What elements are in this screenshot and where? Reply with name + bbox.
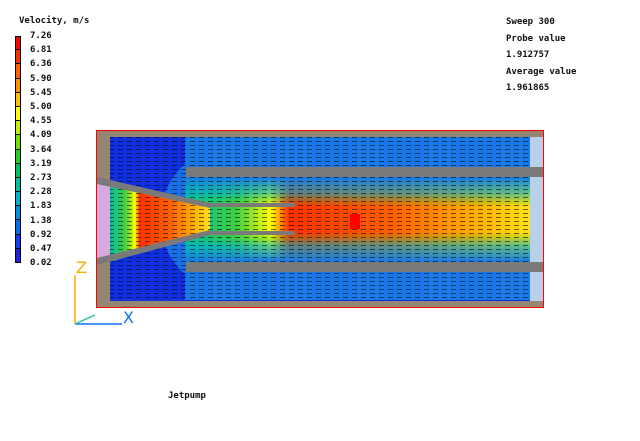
inlet	[97, 180, 110, 260]
legend-value: 0.92	[30, 229, 52, 240]
legend-title: Velocity, m/s	[19, 16, 90, 26]
geometry	[96, 130, 544, 308]
legend-value: 2.28	[30, 187, 52, 198]
legend-band	[15, 135, 21, 150]
legend-band	[15, 192, 21, 207]
domain-border	[96, 130, 544, 308]
legend-band	[15, 50, 21, 65]
axis-triad: Z X	[74, 258, 134, 327]
legend-value: 2.73	[30, 173, 52, 183]
legend-value: 1.38	[30, 215, 52, 226]
legend-value: 5.00	[30, 102, 52, 112]
legend-band	[15, 163, 21, 178]
legend-value: 3.19	[30, 158, 52, 169]
probe-marker	[350, 214, 360, 229]
legend-band	[15, 78, 21, 93]
bottom-wall	[97, 301, 543, 307]
nozzle-tip-top	[210, 203, 295, 207]
mixing-tube-top	[186, 167, 543, 177]
legend-band	[15, 92, 21, 107]
flow-domain	[97, 131, 543, 307]
nozzle-tip-bottom	[210, 231, 295, 235]
legend-value: 6.36	[30, 59, 52, 70]
average-value: 1.961865	[506, 83, 550, 93]
legend-value: 0.02	[30, 258, 52, 269]
legend-value: 5.90	[30, 73, 52, 84]
legend-band	[15, 177, 21, 193]
legend-value: 4.09	[30, 130, 52, 141]
legend-band	[15, 206, 21, 221]
legend-value: 1.83	[30, 201, 52, 212]
legend-band	[15, 106, 21, 122]
legend-band	[15, 64, 21, 79]
mixing-tube-bottom	[186, 262, 543, 272]
legend-band	[15, 121, 21, 136]
probe-label: Probe value	[506, 34, 566, 44]
legend-value: 0.47	[30, 244, 52, 254]
legend-band	[15, 36, 21, 51]
legend-value: 3.64	[30, 144, 52, 155]
top-wall	[97, 131, 543, 137]
nozzle-top	[97, 177, 210, 208]
x-axis-label: X	[123, 308, 134, 327]
legend-band	[15, 149, 21, 164]
legend-band	[15, 220, 21, 235]
legend-value: 5.45	[30, 87, 52, 98]
legend-value: 7.26	[30, 31, 52, 41]
z-axis-label: Z	[76, 258, 87, 277]
legend-value: 6.81	[30, 45, 52, 56]
legend-value: 4.55	[30, 116, 52, 127]
probe-value: 1.912757	[506, 50, 550, 60]
average-label: Average value	[506, 67, 577, 77]
sweep-label: Sweep 300	[506, 17, 555, 27]
legend-band	[15, 234, 21, 249]
outlet	[530, 137, 543, 301]
caption: Jetpump	[168, 391, 206, 401]
legend-band	[15, 248, 21, 263]
legend-colorbar	[15, 36, 21, 263]
nozzle-bottom	[97, 230, 210, 265]
